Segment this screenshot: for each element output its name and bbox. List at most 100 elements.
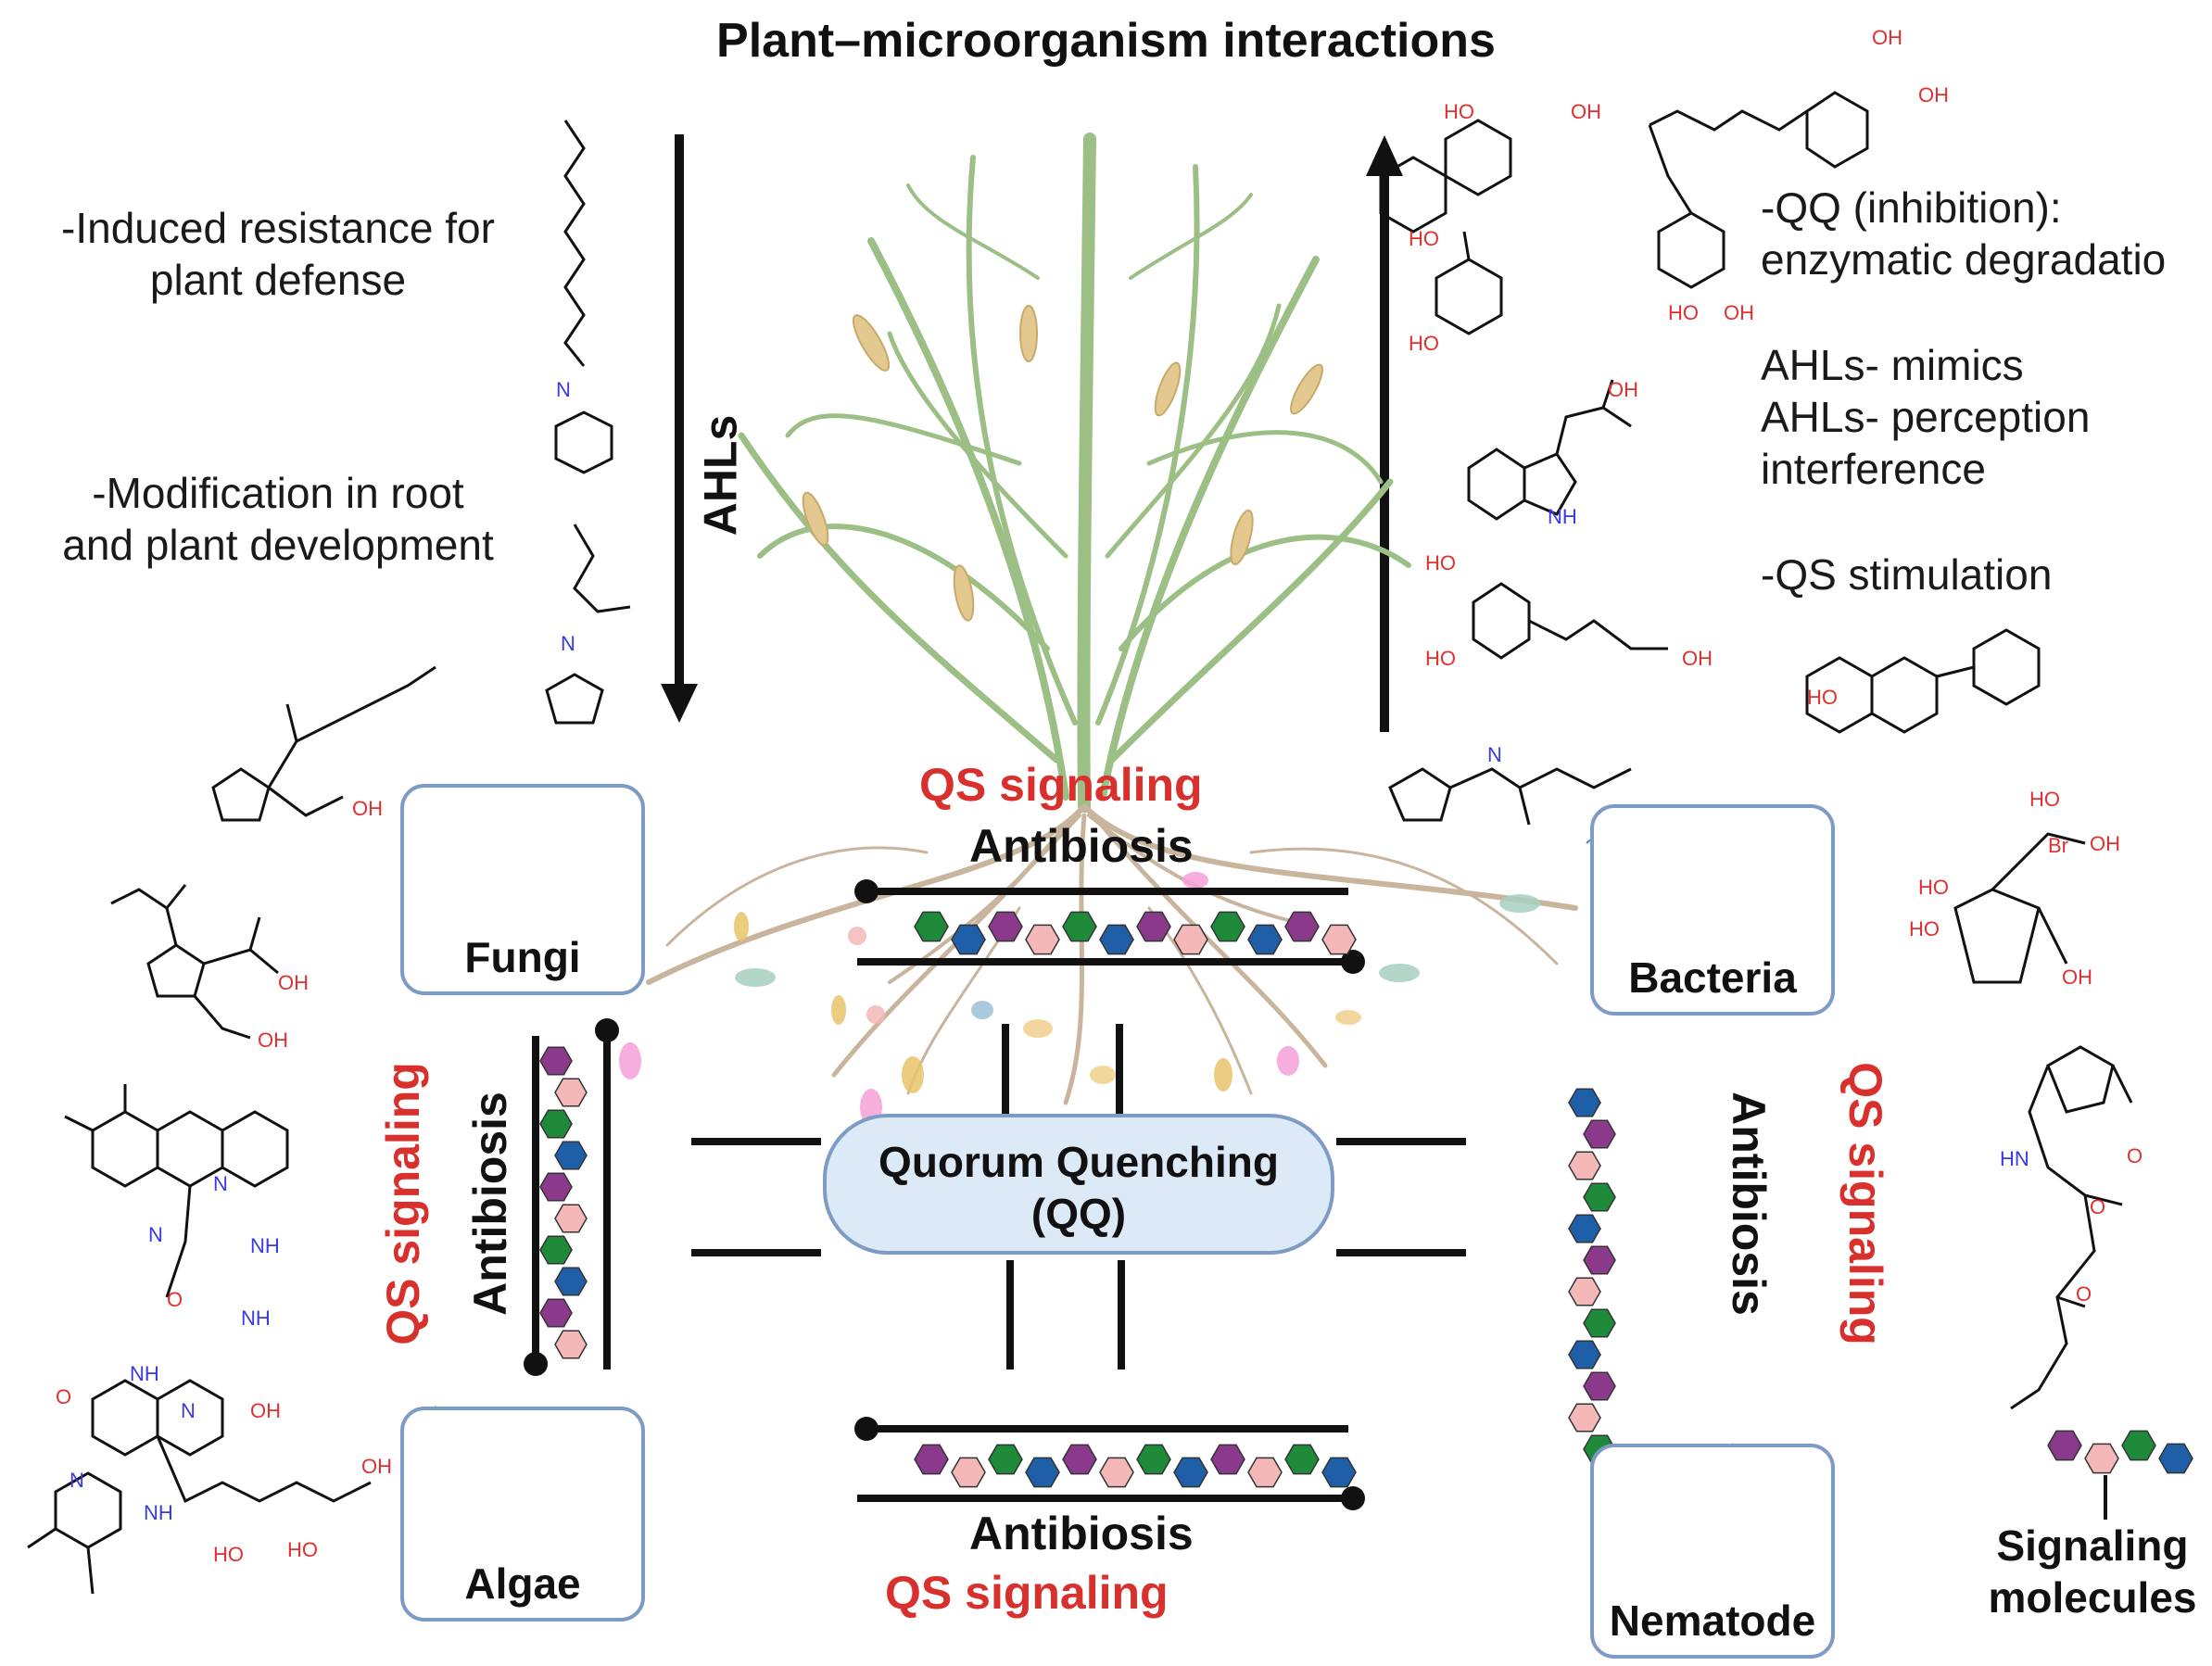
molecule-hexagon bbox=[1568, 1214, 1601, 1243]
molecule-chain-top bbox=[914, 911, 1357, 955]
atom-label: HO bbox=[287, 1538, 318, 1561]
fungi-box: Fungi bbox=[400, 784, 645, 995]
riboflavin-structure bbox=[27, 1379, 372, 1595]
atom-label: NH bbox=[241, 1306, 271, 1330]
note-induced-resistance: -Induced resistance for plant defense bbox=[19, 202, 537, 306]
antibiosis-bars-left bbox=[524, 1018, 619, 1376]
ai2-borate-structure bbox=[1953, 832, 2086, 984]
atom-label: O bbox=[2076, 1282, 2092, 1306]
note-line: AHLs- perception bbox=[1761, 393, 2091, 441]
atom-label: HO bbox=[1409, 332, 1439, 355]
nematode-box: Nematode bbox=[1590, 1444, 1835, 1659]
atom-label: HO bbox=[2029, 788, 2060, 811]
fungi-label: Fungi bbox=[464, 933, 581, 981]
molecule-hexagon bbox=[951, 924, 986, 955]
atom-label: O bbox=[2090, 1195, 2105, 1218]
ahl-long-chain-structure bbox=[554, 120, 613, 474]
molecule-hexagon bbox=[539, 1298, 573, 1328]
bacteria-box: Bacteria bbox=[1590, 804, 1835, 1016]
atom-label: HO bbox=[1425, 647, 1456, 670]
algae-box: Algae bbox=[400, 1407, 645, 1622]
atom-label: N bbox=[561, 632, 575, 655]
molecule-hexagon bbox=[539, 1109, 573, 1139]
c4-hsl-structure-left bbox=[545, 524, 631, 725]
molecule-hexagon bbox=[1099, 924, 1134, 955]
molecule-hexagon bbox=[1583, 1308, 1616, 1338]
c4-hsl-structure-right bbox=[1388, 767, 1632, 826]
molecule-hexagon bbox=[554, 1078, 588, 1107]
ketone-lactone-structure bbox=[211, 665, 436, 822]
nematode-label: Nematode bbox=[1609, 1597, 1816, 1645]
molecule-chain-left bbox=[539, 1046, 588, 1359]
molecule-hexagon bbox=[1321, 924, 1357, 955]
molecule-hexagon bbox=[1173, 924, 1208, 955]
molecule-hexagon bbox=[1247, 1457, 1283, 1488]
molecule-hexagon bbox=[1062, 1444, 1097, 1475]
atom-label: HO bbox=[1409, 227, 1439, 250]
quorum-quenching-node: Quorum Quenching (QQ) bbox=[823, 1114, 1334, 1255]
atom-label: HO bbox=[1909, 917, 1940, 940]
qs-signaling-right: QS signaling bbox=[1839, 1062, 1891, 1345]
molecule-chain-bottom bbox=[914, 1444, 1357, 1488]
note-line: plant defense bbox=[149, 256, 407, 304]
note-line: AHLs- mimics bbox=[1761, 341, 2024, 389]
antibiosis-bars-bottom bbox=[854, 1417, 1365, 1510]
molecule-hexagon bbox=[1568, 1340, 1601, 1369]
qq-label-line1: Quorum Quenching bbox=[878, 1138, 1279, 1186]
note-root-modification: -Modification in root and plant developm… bbox=[19, 467, 537, 571]
atom-label: Br bbox=[2048, 834, 2068, 857]
atom-label: N bbox=[70, 1469, 84, 1492]
molecule-hexagon bbox=[539, 1046, 573, 1076]
atom-label: O bbox=[167, 1288, 183, 1311]
note-line: -Modification in root bbox=[92, 469, 464, 517]
atom-label: OH bbox=[361, 1455, 392, 1478]
note-ahl-mimics: AHLs- mimics AHLs- perception interferen… bbox=[1761, 339, 2090, 495]
molecule-hexagon bbox=[554, 1330, 588, 1359]
molecule-hexagon bbox=[1568, 1403, 1601, 1433]
molecule-hexagon bbox=[988, 1444, 1023, 1475]
atom-label: NH bbox=[130, 1362, 159, 1385]
qs-signaling-left: QS signaling bbox=[376, 1062, 429, 1345]
tyrosol-structure bbox=[1472, 582, 1668, 660]
atom-label: OH bbox=[1918, 83, 1949, 107]
molecule-hexagon bbox=[1583, 1245, 1616, 1275]
legend-line: molecules bbox=[1988, 1573, 2197, 1622]
atom-label: HO bbox=[1668, 301, 1699, 324]
atom-label: OH bbox=[1608, 378, 1638, 401]
atom-label: NH bbox=[250, 1234, 280, 1257]
up-arrow bbox=[1366, 135, 1403, 732]
molecule-hexagon bbox=[1284, 911, 1320, 942]
legend-line: Signaling bbox=[1996, 1521, 2189, 1570]
atom-label: HO bbox=[1444, 100, 1474, 123]
molecule-hexagon bbox=[1025, 924, 1060, 955]
atom-label: NH bbox=[1548, 505, 1577, 528]
molecule-hexagon bbox=[1062, 911, 1097, 942]
molecule-hexagon bbox=[1025, 1457, 1060, 1488]
atom-labels: HO OH HO HO OH OH HO OH OH HO HO OH HO H… bbox=[56, 26, 2142, 1566]
isoflavone-structure bbox=[1805, 628, 2041, 734]
atom-label: HO bbox=[1918, 876, 1949, 899]
atom-label: HO bbox=[213, 1543, 244, 1566]
catechin-structure bbox=[1379, 119, 1512, 335]
note-line: -QQ (inhibition): bbox=[1761, 183, 2062, 232]
chemical-structures bbox=[27, 91, 2133, 1595]
nitrogen-labels: N N N NH HN N N NH NH NH N N NH bbox=[70, 378, 2029, 1524]
molecule-hexagon bbox=[1321, 1457, 1357, 1488]
atom-label: OH bbox=[1724, 301, 1754, 324]
molecule-hexagon bbox=[539, 1172, 573, 1202]
molecule-hexagon bbox=[2084, 1443, 2119, 1474]
note-qq-inhibition: -QQ (inhibition): enzymatic degradatio bbox=[1761, 182, 2166, 285]
atom-label: O bbox=[2127, 1144, 2142, 1167]
grain-heads bbox=[802, 305, 1323, 622]
qq-label-line2: (QQ) bbox=[1030, 1190, 1127, 1238]
molecule-hexagon bbox=[1210, 911, 1245, 942]
atom-label: N bbox=[1487, 743, 1502, 766]
qs-signaling-bottom: QS signaling bbox=[885, 1567, 1169, 1619]
atom-label: OH bbox=[2090, 832, 2120, 855]
molecule-hexagon bbox=[1247, 924, 1283, 955]
qs-signaling-top: QS signaling bbox=[919, 759, 1203, 811]
qq-connectors bbox=[691, 1024, 1466, 1369]
antibiosis-bottom: Antibiosis bbox=[969, 1508, 1194, 1559]
atom-label: HN bbox=[2000, 1147, 2029, 1170]
molecule-hexagon bbox=[1583, 1371, 1616, 1401]
